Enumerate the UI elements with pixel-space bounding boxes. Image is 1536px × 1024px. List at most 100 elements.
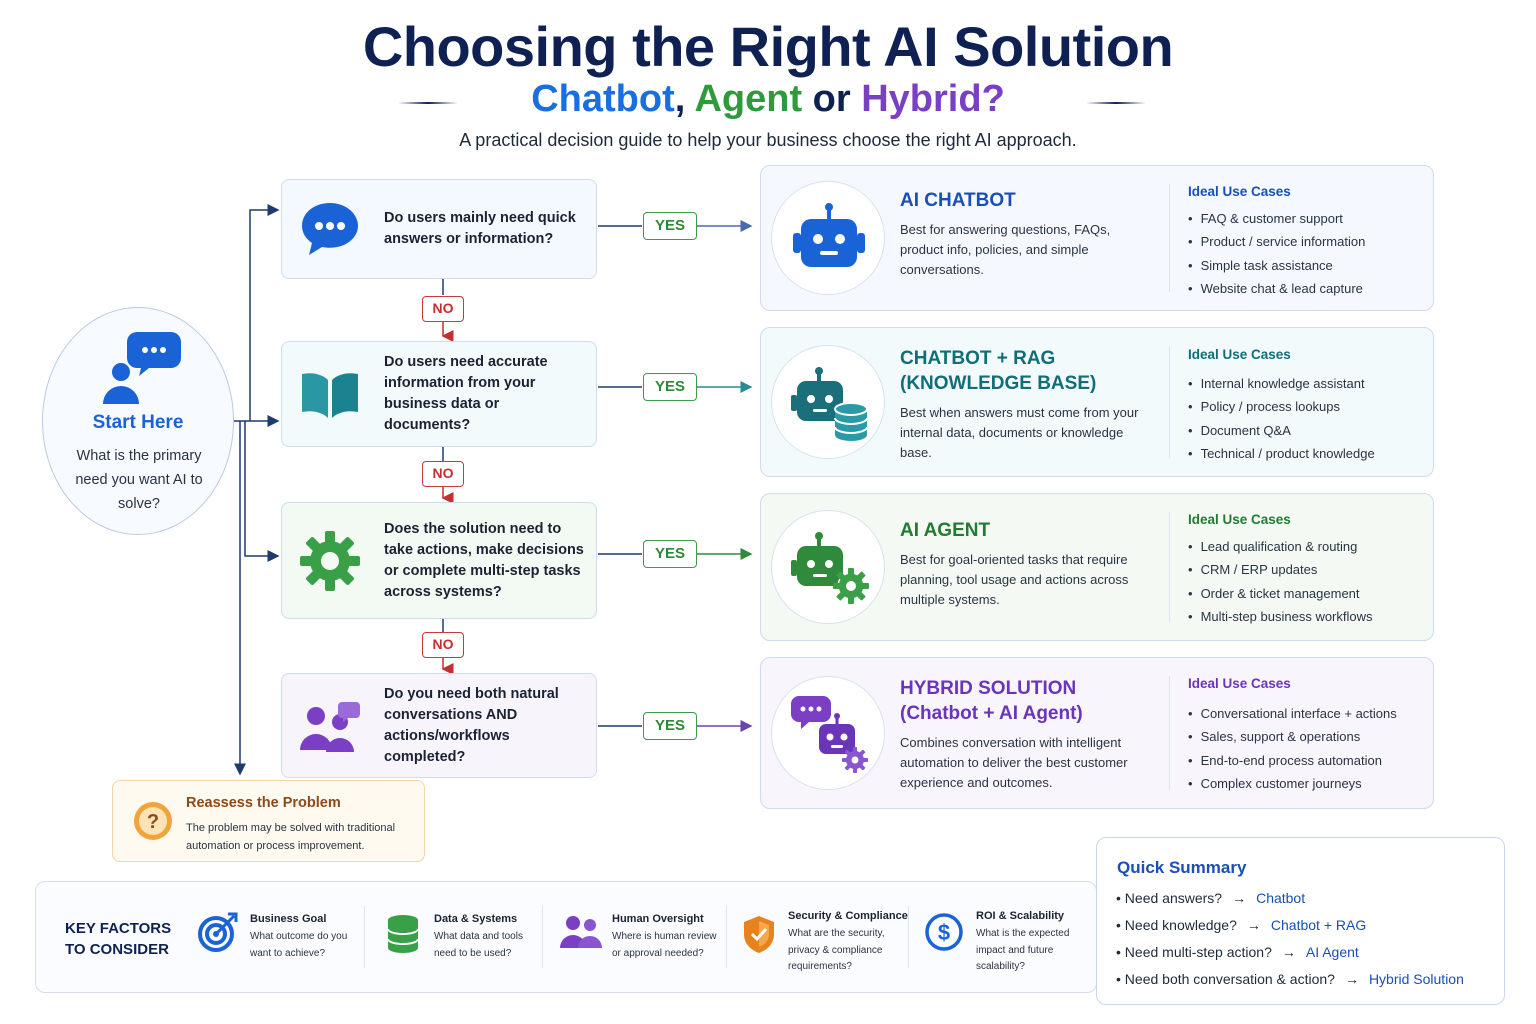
key-factor-text: What data and tools need to be used?	[434, 931, 523, 959]
question-box-4: Do you need both natural conversations A…	[281, 673, 597, 778]
answer-title-rag: CHATBOT + RAG	[900, 348, 1056, 369]
chatbot-icon-circle	[771, 181, 885, 295]
summary-need: Need multi-step action?	[1124, 944, 1272, 960]
list-item: Multi-step business workflows	[1188, 605, 1373, 628]
summary-row-3: • Need multi-step action?→AI Agent	[1116, 944, 1359, 960]
key-factors-label-line2: TO CONSIDER	[65, 941, 169, 958]
list-item: CRM / ERP updates	[1188, 558, 1373, 581]
decorative-line-left	[398, 102, 458, 104]
list-item: Simple task assistance	[1188, 254, 1365, 277]
use-case-list-agent: Lead qualification & routing CRM / ERP u…	[1188, 535, 1373, 629]
list-item: Product / service information	[1188, 230, 1366, 253]
users-icon	[560, 916, 602, 948]
summary-result: Hybrid Solution	[1368, 971, 1464, 987]
chat-bubble-icon	[302, 203, 358, 255]
ideal-use-cases-heading: Ideal Use Cases	[1188, 184, 1291, 199]
key-factor-title: Security & Compliance	[788, 910, 908, 922]
key-factor-title: Human Oversight	[612, 913, 704, 925]
start-text: What is the primary need you want AI to …	[75, 448, 203, 512]
list-item: Conversational interface + actions	[1188, 702, 1397, 725]
arrow-right-icon: →	[1246, 917, 1261, 933]
no-label-1: NO	[422, 296, 464, 322]
use-case-list-rag: Internal knowledge assistant Policy / pr…	[1188, 372, 1375, 466]
reassess-title: Reassess the Problem	[186, 795, 341, 811]
card-divider	[1169, 512, 1170, 622]
yes-label-1: YES	[643, 212, 697, 240]
chat-robot-gear-icon	[791, 696, 868, 773]
ideal-use-cases-heading: Ideal Use Cases	[1188, 512, 1291, 527]
card-divider	[1169, 184, 1170, 292]
tagline: A practical decision guide to help your …	[459, 130, 1077, 150]
key-factor-title: Business Goal	[250, 913, 327, 925]
page-subtitle: Chatbot, Agent or Hybrid?	[0, 78, 1536, 121]
ideal-use-cases-heading: Ideal Use Cases	[1188, 676, 1291, 691]
subtitle-chatbot: Chatbot	[531, 78, 675, 120]
key-factor-text: What outcome do you want to achieve?	[250, 931, 348, 959]
agent-icon-circle	[771, 510, 885, 624]
shield-check-icon	[744, 916, 774, 953]
quick-summary-title: Quick Summary	[1117, 858, 1247, 877]
robot-icon	[793, 203, 865, 267]
svg-text:?: ?	[147, 811, 159, 833]
list-item: Internal knowledge assistant	[1188, 372, 1375, 395]
database-icon	[387, 915, 419, 953]
list-item: Complex customer journeys	[1188, 772, 1397, 795]
answer-title2-rag: (KNOWLEDGE BASE)	[900, 373, 1097, 394]
arrow-right-icon: →	[1281, 944, 1296, 960]
card-divider	[1169, 346, 1170, 458]
list-item: FAQ & customer support	[1188, 207, 1365, 230]
user-chat-icon	[103, 332, 181, 404]
summary-need: Need answers?	[1124, 890, 1223, 906]
no-label-2: NO	[422, 461, 464, 487]
no-label-3: NO	[422, 632, 464, 658]
summary-row-2: • Need knowledge?→Chatbot + RAG	[1116, 917, 1367, 933]
hybrid-icon-circle	[771, 676, 885, 790]
key-factor-title: Data & Systems	[434, 913, 518, 925]
subtitle-or: or	[812, 78, 851, 120]
question-text-3: Does the solution need to take actions, …	[384, 520, 584, 600]
quick-summary-panel: Quick Summary • Need answers?→Chatbot • …	[1096, 837, 1505, 1005]
answer-card-chatbot: AI CHATBOT Best for answering questions,…	[760, 165, 1434, 311]
subtitle-hybrid: Hybrid?	[861, 78, 1005, 120]
question-text-1: Do users mainly need quick answers or in…	[384, 210, 576, 247]
key-factor-text: What is the expected impact and future s…	[976, 928, 1070, 972]
target-icon	[198, 912, 238, 952]
separator	[908, 906, 909, 968]
list-item: Technical / product knowledge	[1188, 442, 1375, 465]
yes-label-3: YES	[643, 540, 697, 568]
answer-title-hybrid: HYBRID SOLUTION	[900, 678, 1077, 699]
separator	[726, 906, 727, 968]
question-box-3: Does the solution need to take actions, …	[281, 502, 597, 619]
separator	[542, 906, 543, 968]
decorative-line-right	[1086, 102, 1146, 104]
answer-card-hybrid: HYBRID SOLUTION (Chatbot + AI Agent) Com…	[760, 657, 1434, 809]
yes-label-4: YES	[643, 712, 697, 740]
question-box-2: Do users need accurate information from …	[281, 341, 597, 447]
answer-card-rag: CHATBOT + RAG (KNOWLEDGE BASE) Best when…	[760, 327, 1434, 477]
key-factor-text: Where is human review or approval needed…	[612, 931, 717, 959]
start-node: Start Here What is the primary need you …	[42, 307, 234, 535]
subtitle-agent: Agent	[694, 78, 803, 120]
summary-row-1: • Need answers?→Chatbot	[1116, 890, 1306, 906]
answer-desc-chatbot: Best for answering questions, FAQs, prod…	[900, 222, 1111, 277]
answer-title-chatbot: AI CHATBOT	[900, 190, 1016, 211]
key-factors-label-line1: KEY FACTORS	[65, 920, 172, 937]
robot-gear-icon	[791, 532, 869, 604]
answer-desc-agent: Best for goal-oriented tasks that requir…	[900, 552, 1129, 607]
rag-icon-circle	[771, 345, 885, 459]
list-item: End-to-end process automation	[1188, 749, 1397, 772]
reassess-box: ? Reassess the Problem The problem may b…	[112, 780, 425, 862]
question-text-2: Do users need accurate information from …	[384, 354, 548, 433]
open-book-icon	[302, 373, 358, 418]
ideal-use-cases-heading: Ideal Use Cases	[1188, 347, 1291, 362]
answer-card-agent: AI AGENT Best for goal-oriented tasks th…	[760, 493, 1434, 641]
list-item: Document Q&A	[1188, 419, 1375, 442]
summary-need: Need knowledge?	[1124, 917, 1237, 933]
use-case-list-hybrid: Conversational interface + actions Sales…	[1188, 702, 1397, 796]
summary-result: AI Agent	[1305, 944, 1359, 960]
dollar-icon: $	[925, 913, 963, 951]
key-factors-panel: KEY FACTORS TO CONSIDER Business Goal Wh…	[35, 881, 1097, 993]
answer-desc-hybrid: Combines conversation with intelligent a…	[900, 735, 1128, 790]
key-factors-label: KEY FACTORS TO CONSIDER	[65, 918, 171, 960]
